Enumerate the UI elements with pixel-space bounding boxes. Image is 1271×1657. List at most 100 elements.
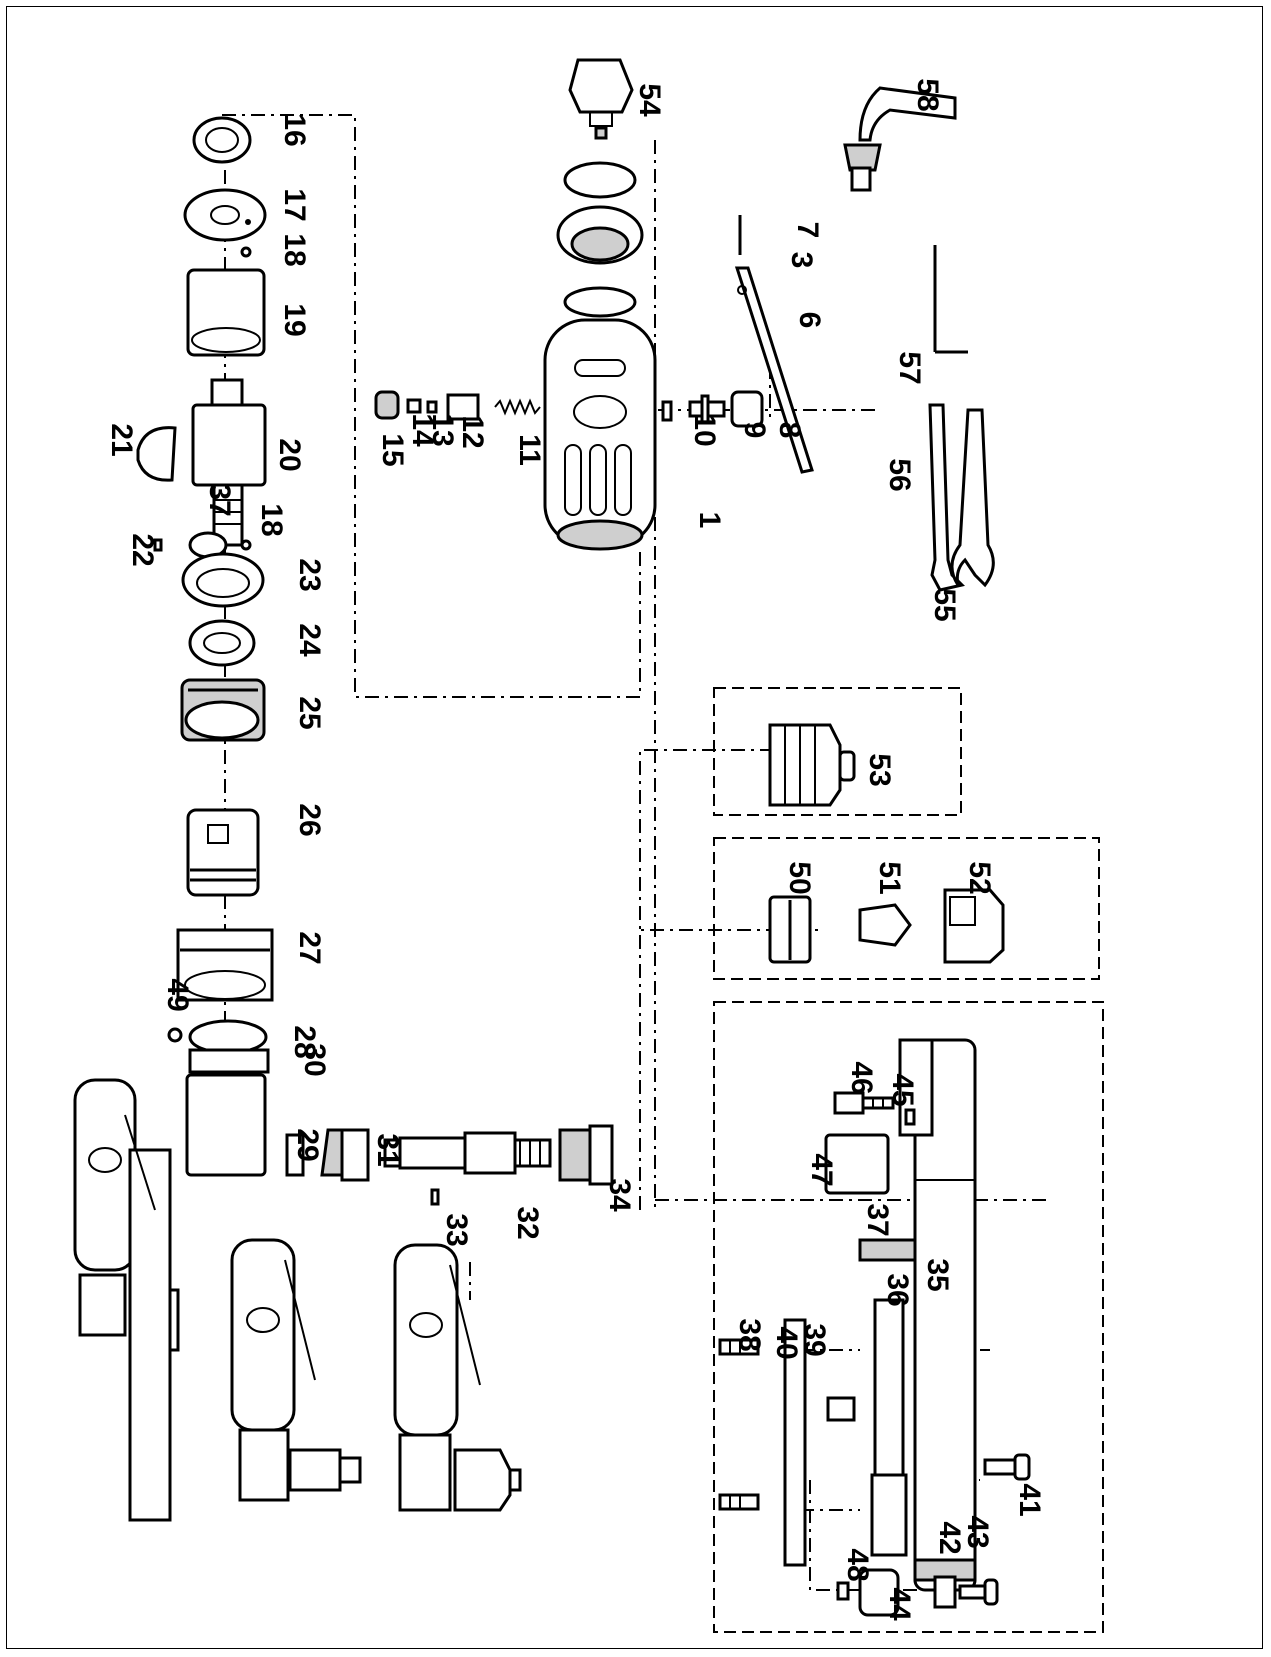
part-label: 7	[791, 222, 824, 239]
part-label: 33	[440, 1213, 473, 1246]
part-label: 38	[733, 1318, 766, 1351]
part-label: 18	[278, 233, 311, 266]
part-label: 49	[161, 978, 194, 1011]
part-13	[426, 400, 438, 414]
part-10	[661, 400, 673, 422]
part-label: 42	[933, 1521, 966, 1554]
extension-option-box	[713, 1001, 1104, 1633]
part-44-box	[858, 1568, 900, 1617]
part-11-spring	[494, 398, 541, 416]
part-label: 25	[293, 696, 326, 729]
part-25	[180, 678, 266, 742]
part-label: 8	[773, 422, 806, 439]
part-label: 51	[873, 861, 906, 894]
assembled-tool-with-chuck	[393, 1243, 522, 1512]
part-label: 31	[371, 1133, 404, 1166]
part-20	[191, 378, 267, 547]
part-label: 58	[911, 78, 944, 111]
part-label: 16	[278, 113, 311, 146]
part-8	[730, 390, 764, 428]
part-3	[556, 205, 644, 265]
part-label: 9	[738, 422, 771, 439]
part-38-screws	[718, 1338, 760, 1511]
part-label: 35	[921, 1258, 954, 1291]
part-label: 26	[293, 803, 326, 836]
part-label: 50	[783, 861, 816, 894]
chuck-option-box	[713, 687, 962, 816]
part-label: 13	[426, 413, 459, 446]
part-label: 22	[126, 533, 159, 566]
part-57-hex-key	[933, 245, 968, 354]
part-label: 40	[770, 1326, 803, 1359]
collet-option-box	[713, 837, 1100, 980]
part-52	[943, 888, 1005, 964]
part-label: 52	[963, 861, 996, 894]
part-49-ball	[167, 1027, 183, 1043]
part-6-lever	[734, 266, 814, 474]
part-label: 20	[273, 438, 306, 471]
part-51	[858, 903, 912, 947]
part-16	[192, 116, 252, 164]
part-label: 29	[291, 1128, 324, 1161]
part-label: 19	[278, 303, 311, 336]
part-label: 12	[456, 415, 489, 448]
part-label: 53	[863, 753, 896, 786]
part-37-spring	[858, 1238, 917, 1262]
part-label: 17	[278, 188, 311, 221]
part-19	[186, 268, 266, 357]
part-18-pin	[240, 246, 252, 258]
part-1-housing	[543, 318, 657, 551]
part-label: 57	[893, 351, 926, 384]
part-43-screw	[958, 1578, 999, 1606]
part-label: 27	[293, 931, 326, 964]
part-label: 23	[293, 558, 326, 591]
part-39	[826, 1396, 856, 1422]
part-15	[374, 390, 400, 420]
part-9	[688, 394, 726, 424]
part-36	[870, 1298, 908, 1557]
part-26	[186, 808, 260, 897]
part-45	[904, 1108, 916, 1126]
part-label: 21	[105, 423, 138, 456]
part-label: 37	[203, 483, 236, 516]
part-label: 56	[883, 458, 916, 491]
part-24	[188, 619, 256, 667]
part-label: 45	[886, 1073, 919, 1106]
part-label: 37	[861, 1203, 894, 1236]
part-12	[446, 393, 480, 421]
part-label: 28	[288, 1025, 321, 1058]
part-label: 48	[841, 1548, 874, 1581]
part-22-pin	[153, 538, 163, 552]
assembled-tool-with-square-drive	[230, 1238, 362, 1502]
part-27	[176, 928, 274, 1002]
part-21-vane	[136, 426, 177, 482]
part-label: 30	[298, 1043, 331, 1076]
part-33-key	[430, 1188, 440, 1206]
part-46-screw	[833, 1091, 895, 1115]
part-label: 1	[693, 512, 726, 529]
part-47	[824, 1133, 890, 1195]
part-41-screw	[983, 1453, 1031, 1481]
part-14	[406, 398, 422, 414]
part-53-chuck	[768, 723, 856, 807]
part-label: 39	[798, 1323, 831, 1356]
part-label: 3	[785, 252, 818, 269]
part-label: 41	[1013, 1483, 1046, 1516]
part-label: 32	[511, 1206, 544, 1239]
ring-upper	[563, 161, 637, 199]
assembled-tool-with-extension	[73, 1078, 180, 1522]
part-42	[933, 1575, 957, 1609]
part-label: 44	[883, 1587, 916, 1621]
part-label: 6	[793, 312, 826, 329]
part-48	[836, 1581, 850, 1601]
part-label: 10	[688, 413, 721, 446]
part-label: 18	[255, 503, 288, 536]
part-labels: 1367891011121314151617181819202122232425…	[105, 78, 1046, 1621]
part-35-extension-housing	[898, 1038, 977, 1592]
part-28	[188, 1019, 270, 1074]
part-label: 14	[406, 413, 439, 447]
part-50	[768, 895, 812, 964]
part-18-pin-lower	[240, 539, 252, 551]
part-label: 34	[603, 1178, 636, 1212]
